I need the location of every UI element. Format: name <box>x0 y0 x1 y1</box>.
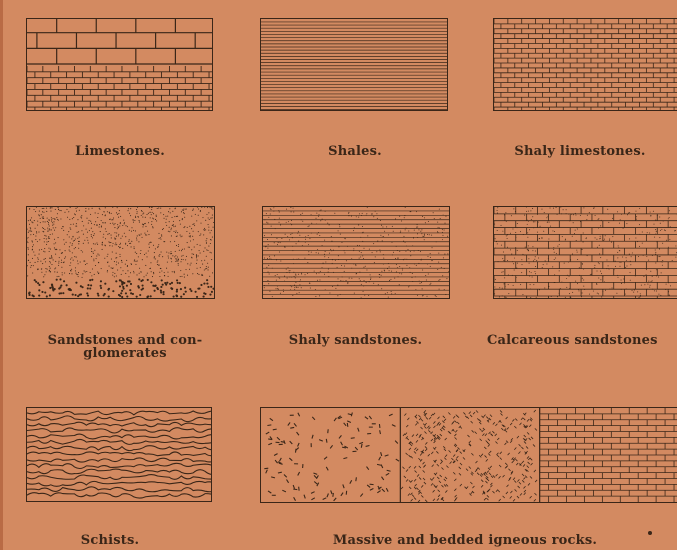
limestones-label: Limestones. <box>40 145 200 158</box>
igneous-swatch <box>260 407 677 503</box>
page-edge <box>0 0 3 550</box>
igneous-label: Massive and bedded igneous rocks. <box>300 534 630 547</box>
shales-swatch <box>260 18 448 111</box>
sandstones-swatch <box>26 206 215 299</box>
calcareous-sandstones-swatch <box>493 206 677 299</box>
speck-dot <box>648 531 652 535</box>
schists-swatch <box>26 407 212 502</box>
schists-label: Schists. <box>45 534 175 547</box>
shaly-sandstones-label: Shaly sandstones. <box>268 334 443 347</box>
calcareous-sandstones-label: Calcareous sandstones <box>487 334 677 347</box>
sandstones-label-line2: glomerates <box>30 347 220 360</box>
shaly-limestones-label: Shaly limestones. <box>495 145 665 158</box>
limestones-swatch <box>26 18 213 111</box>
shales-label: Shales. <box>275 145 435 158</box>
shaly-limestones-swatch <box>493 18 677 111</box>
shaly-sandstones-swatch <box>262 206 450 299</box>
sandstones-label: Sandstones and con- glomerates <box>30 334 220 360</box>
